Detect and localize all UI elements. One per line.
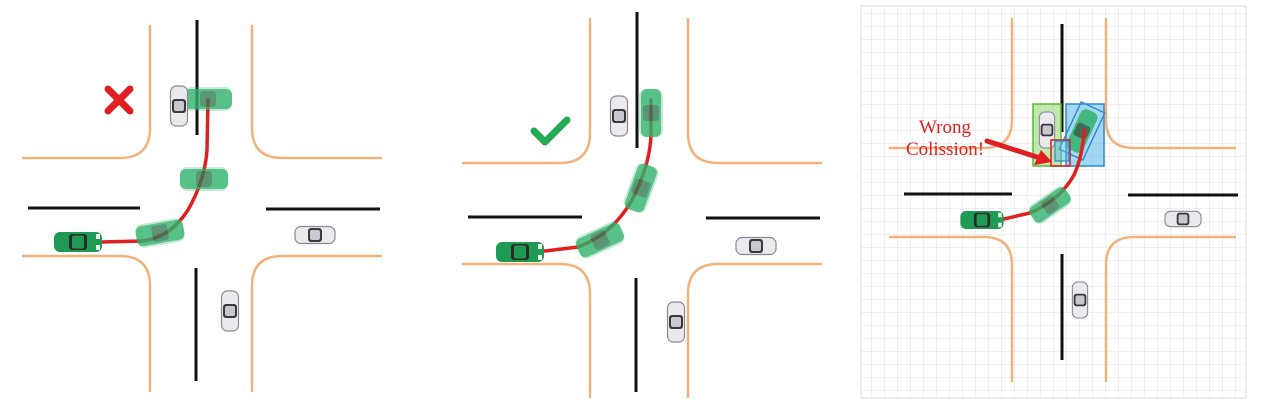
other-car-left-south [220,290,240,332]
ego-car-middle [496,242,544,262]
panel-left [22,20,382,392]
other-car-right-south [1071,281,1089,319]
ego-car-right [960,211,1004,229]
other-car-right-north [1038,111,1056,149]
other-car-left-east [294,225,336,245]
ghost-car-right [1058,101,1106,161]
lane-markings-right [904,24,1238,360]
road-edges-middle [462,18,822,398]
ghost-car-middle-2 [621,161,661,215]
check-icon [530,116,571,146]
other-car-middle-east [735,236,777,256]
road-edges-right [889,18,1236,382]
ghost-car-middle-1 [573,218,627,262]
other-car-middle-north [609,95,629,137]
arrow-icon [984,138,1052,165]
ghost-car-left-1 [134,217,186,249]
annotation-line-2: Colission! [906,139,984,160]
ghost-car-middle-3 [639,89,663,137]
panel-right: Wrong Colission! [860,5,1247,399]
lane-markings-middle [468,12,820,392]
road-edges-left [22,25,382,392]
ego-car-left [54,232,102,252]
cross-icon [104,85,134,115]
annotation-line-1: Wrong [919,117,971,138]
other-car-middle-south [666,301,686,343]
other-car-right-east [1164,210,1202,228]
ghost-car-left-2 [180,167,228,191]
collision-box-blue [1054,140,1070,162]
ghost-car-left-3 [184,87,232,111]
collision-box-red [1050,139,1071,167]
lane-markings-left [28,20,380,381]
other-car-left-north [169,85,189,127]
panel-middle [462,12,822,398]
